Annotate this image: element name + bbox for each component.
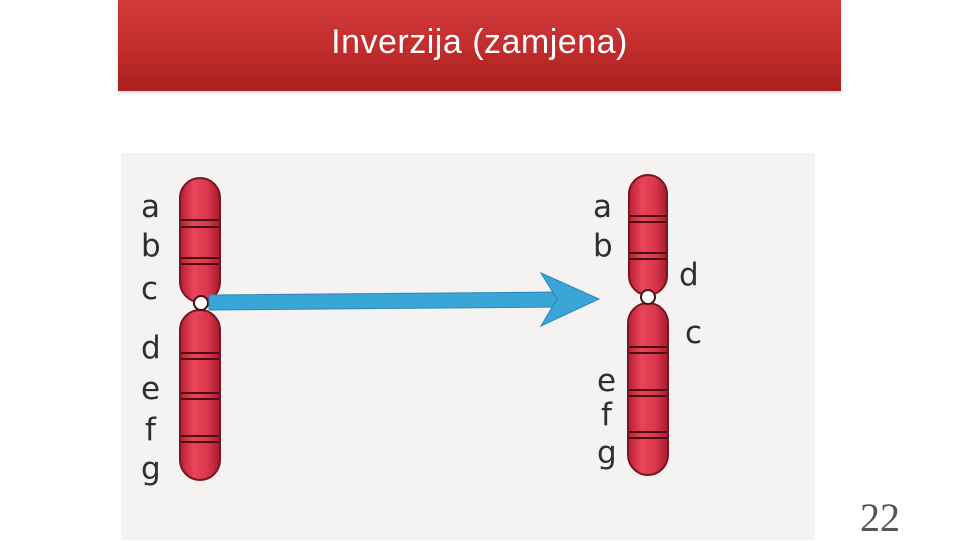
inverted-centromere — [640, 289, 656, 305]
original-upper-arm — [179, 177, 221, 303]
inversion-figure: a b c d e f g — [121, 153, 815, 540]
original-label-f: f — [145, 412, 157, 448]
inverted-labels: a b d c e f g — [593, 189, 702, 471]
inverted-label-g: g — [597, 435, 617, 471]
original-bands — [181, 219, 219, 443]
inverted-label-a: a — [593, 189, 612, 225]
slide-title: Inverzija (zamjena) — [331, 23, 628, 61]
inverted-label-c: c — [685, 315, 702, 351]
original-lower-arm — [179, 309, 221, 481]
inverted-upper-arm — [628, 174, 668, 296]
original-centromere — [193, 295, 209, 311]
original-labels: a b c d e f g — [141, 189, 161, 487]
inverted-label-d: d — [679, 257, 699, 293]
original-chromosome — [179, 177, 221, 481]
inverted-bands — [629, 215, 667, 439]
original-label-e: e — [141, 371, 160, 407]
title-bar: Inverzija (zamjena) — [118, 0, 841, 91]
transformation-arrow — [208, 271, 601, 328]
original-label-a: a — [141, 189, 160, 225]
original-label-b: b — [141, 228, 161, 264]
inverted-label-f: f — [601, 397, 613, 433]
original-label-g: g — [141, 451, 161, 487]
inverted-label-e: e — [597, 363, 616, 399]
original-label-d: d — [141, 330, 161, 366]
inversion-diagram: a b c d e f g — [141, 174, 702, 487]
inverted-label-b: b — [593, 228, 613, 264]
original-label-c: c — [141, 271, 158, 307]
inverted-chromosome — [627, 174, 669, 476]
slide-page-number: 22 — [860, 495, 900, 540]
